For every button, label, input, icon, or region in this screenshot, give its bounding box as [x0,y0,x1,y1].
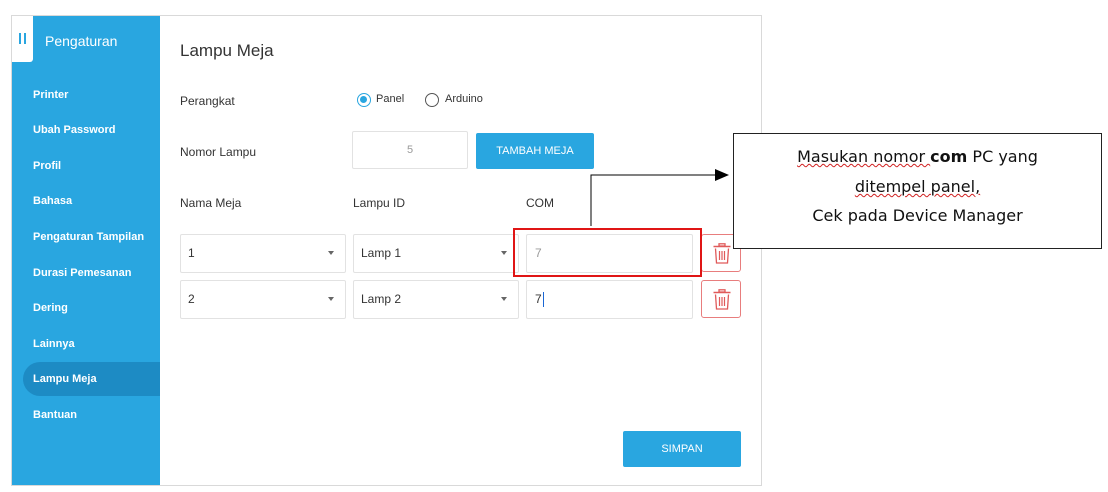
panel-toggle-icon[interactable] [12,16,33,62]
lampu-id-value: Lamp 1 [361,246,402,260]
tambah-meja-button[interactable]: TAMBAH MEJA [476,133,594,169]
callout-line-1-end: PC yang [967,147,1038,166]
simpan-button[interactable]: SIMPAN [623,431,741,467]
main-content: Lampu Meja Perangkat Panel Arduino Nomor… [160,16,761,485]
sidebar-item-pengaturan-tampilan[interactable]: Pengaturan Tampilan [33,231,145,243]
sidebar-header: Pengaturan [12,16,160,62]
header-com: COM [526,196,554,210]
page-title: Lampu Meja [180,41,274,60]
sidebar: Pengaturan Printer Ubah Password Profil … [12,16,160,485]
chevron-down-icon [328,251,334,255]
sidebar-item-dering[interactable]: Dering [33,302,68,314]
annotation-callout: Masukan nomor com PC yang ditempel panel… [733,133,1102,249]
radio-panel-label[interactable]: Panel [376,93,405,105]
nomor-lampu-input[interactable]: 5 [352,131,468,169]
delete-row-button[interactable] [701,280,741,318]
com-value: 7 [535,246,542,260]
callout-line-1-start: Masukan nomor [797,147,931,166]
nama-meja-value: 1 [188,246,195,260]
chevron-down-icon [501,297,507,301]
lampu-id-value: Lamp 2 [361,292,402,306]
sidebar-item-lainnya[interactable]: Lainnya [33,338,75,350]
radio-panel[interactable] [357,93,371,107]
trash-icon [713,243,731,264]
lampu-id-select[interactable]: Lamp 2 [353,280,519,319]
nama-meja-select[interactable]: 2 [180,280,346,319]
header-nama-meja: Nama Meja [180,196,242,210]
chevron-down-icon [501,251,507,255]
com-value: 7 [535,292,542,306]
radio-arduino-label[interactable]: Arduino [445,93,483,105]
text-cursor [542,292,544,308]
callout-line-3: Cek pada Device Manager [812,206,1023,225]
trash-icon [713,289,731,310]
nama-meja-value: 2 [188,292,195,306]
sidebar-item-lampu-meja[interactable]: Lampu Meja [23,362,160,396]
callout-line-1: Masukan nomor com PC yang [734,147,1101,166]
sidebar-item-printer[interactable]: Printer [33,89,69,101]
sidebar-item-bantuan[interactable]: Bantuan [33,409,77,421]
com-input[interactable]: 7 [526,234,693,273]
sidebar-item-bahasa[interactable]: Bahasa [33,195,73,207]
com-input[interactable]: 7 [526,280,693,319]
perangkat-label: Perangkat [180,94,235,108]
header-lampu-id: Lampu ID [353,196,406,210]
radio-arduino[interactable] [425,93,439,107]
highlight-box [513,228,702,277]
sidebar-title: Pengaturan [45,33,118,49]
app-window: Pengaturan Printer Ubah Password Profil … [11,15,762,486]
callout-line-1-bold: com [930,147,968,166]
nomor-lampu-label: Nomor Lampu [180,145,257,159]
chevron-down-icon [328,297,334,301]
callout-line-2: ditempel panel, [854,177,981,196]
sidebar-item-durasi-pemesanan[interactable]: Durasi Pemesanan [33,267,132,279]
sidebar-item-profil[interactable]: Profil [33,160,62,172]
sidebar-item-ubah-password[interactable]: Ubah Password [33,124,116,136]
nama-meja-select[interactable]: 1 [180,234,346,273]
lampu-id-select[interactable]: Lamp 1 [353,234,519,273]
